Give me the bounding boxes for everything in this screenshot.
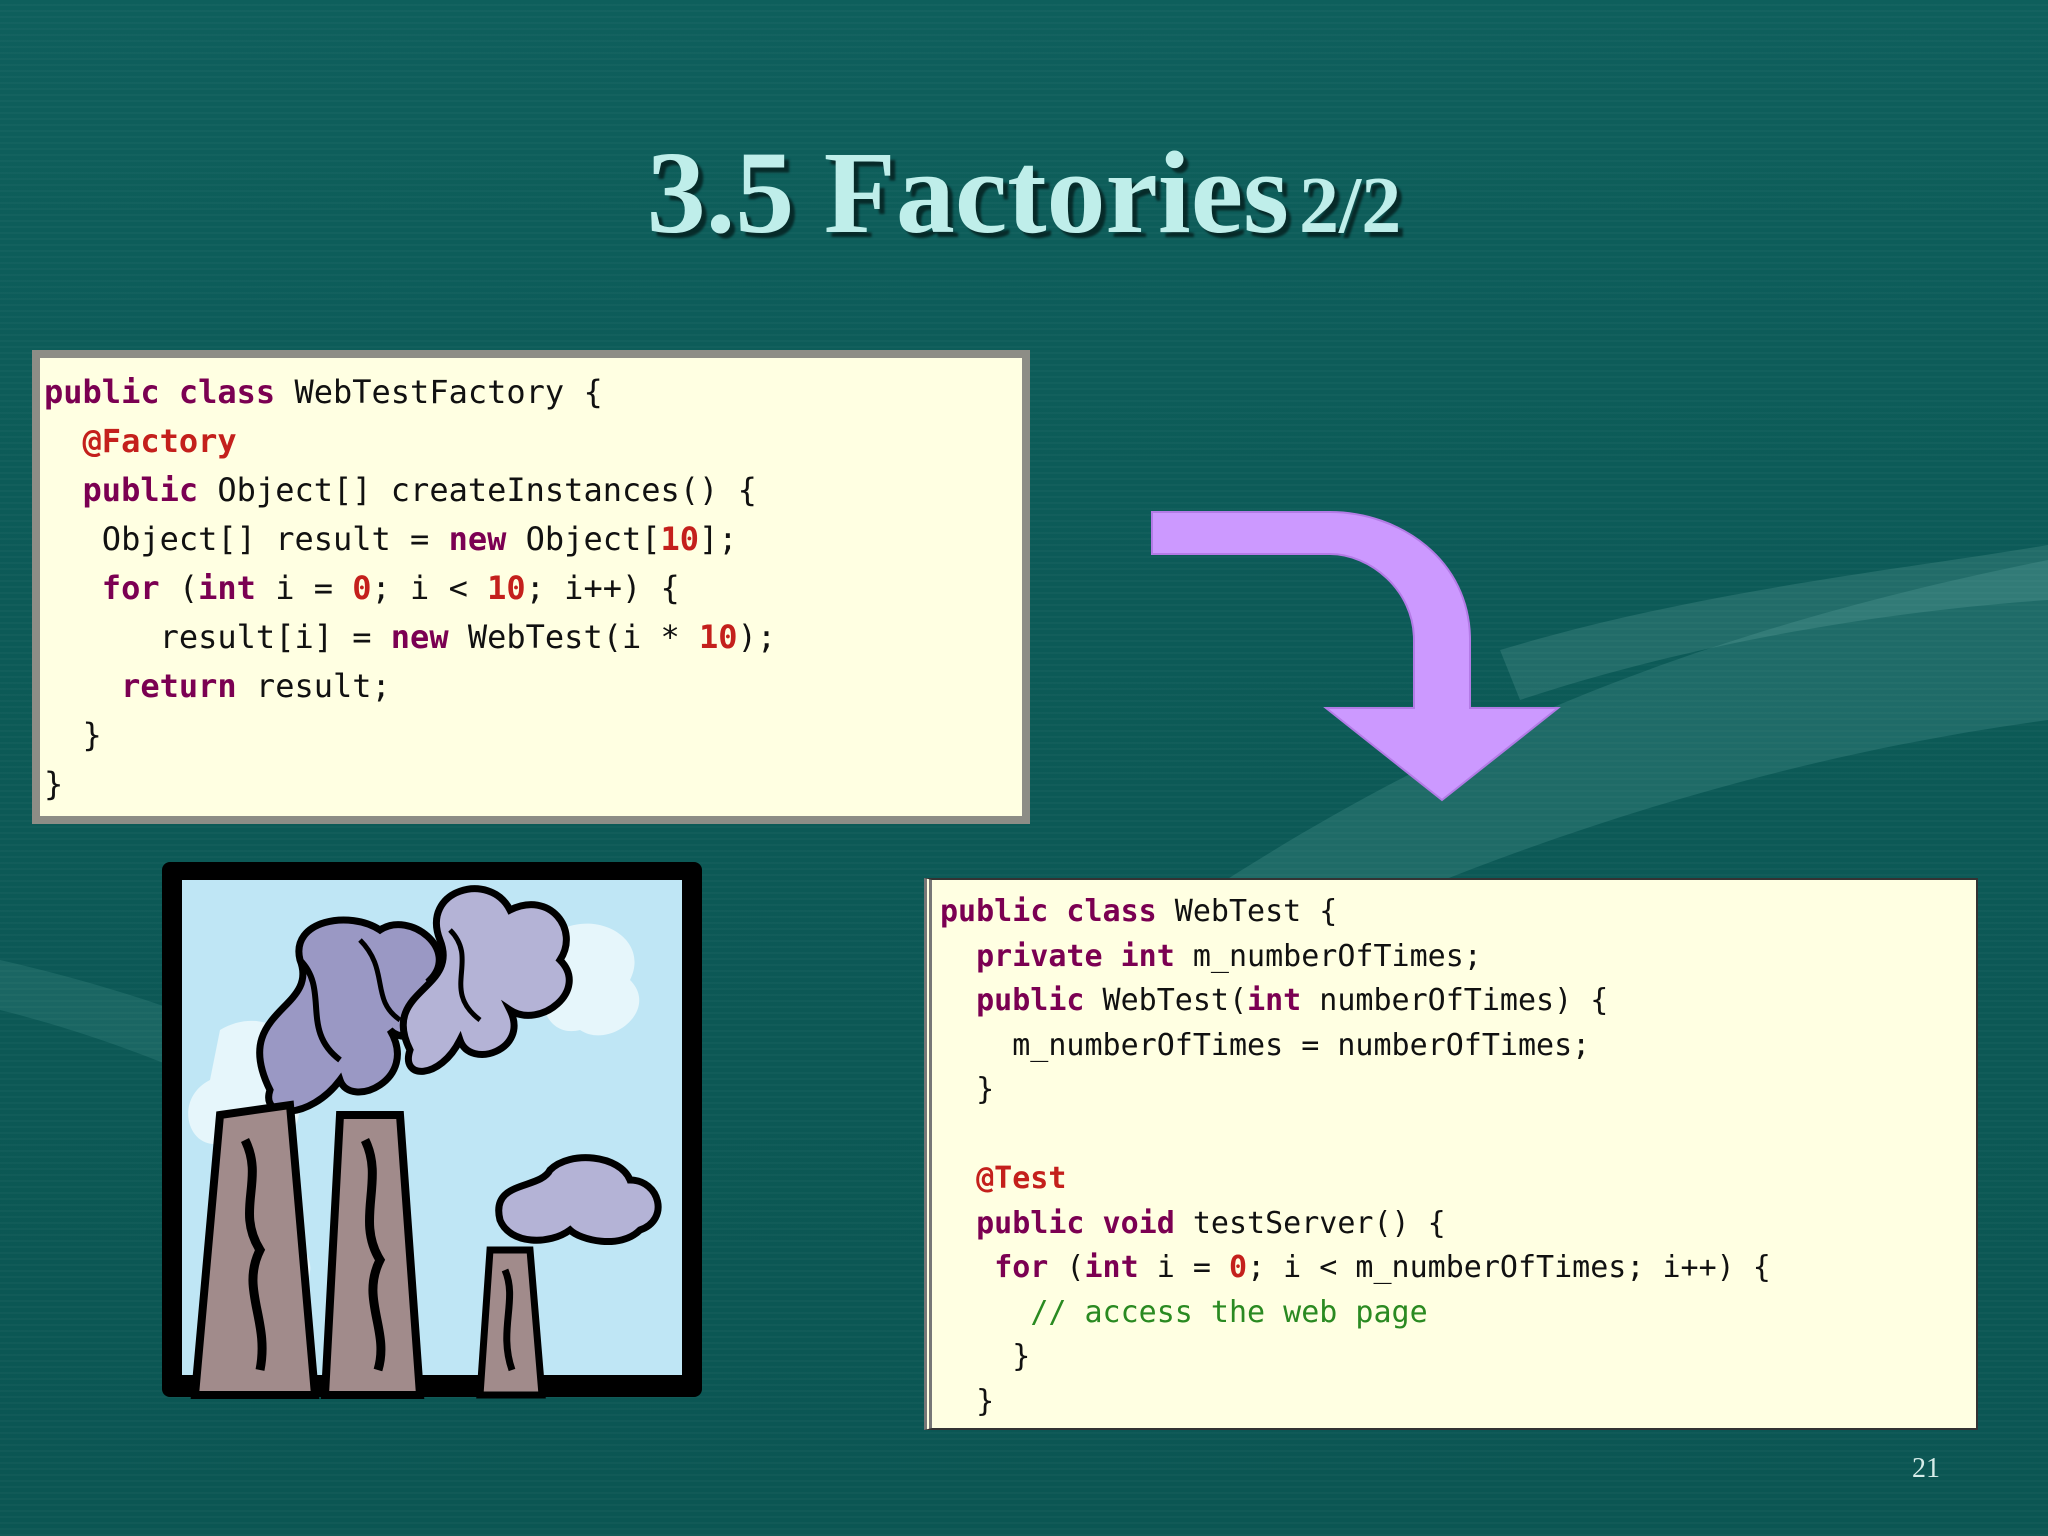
code-line: return result; — [44, 662, 1022, 711]
code-line: public class WebTest { — [940, 890, 1976, 935]
code-token: 10 — [487, 569, 526, 607]
code-token — [940, 1295, 1030, 1330]
code-token: 0 — [352, 569, 372, 607]
code-token: Object[] result = — [44, 520, 449, 558]
code-token: } — [44, 716, 102, 754]
code-token: 10 — [699, 618, 738, 656]
code-token — [44, 422, 83, 460]
code-token: WebTest( — [1084, 983, 1248, 1018]
slide-title-suffix: 2/2 — [1298, 162, 1402, 250]
code-line: public void testServer() { — [940, 1202, 1976, 1247]
code-token: @Factory — [82, 422, 237, 460]
code-token: int — [1084, 1250, 1139, 1285]
code-token: public — [82, 471, 199, 509]
code-token: } — [940, 1072, 995, 1107]
code-token: for — [101, 569, 160, 607]
code-token — [940, 1250, 994, 1285]
code-token: int — [198, 569, 256, 607]
factory-smokestacks-icon — [162, 862, 702, 1399]
code-token: public class — [44, 373, 276, 411]
code-line: for (int i = 0; i < m_numberOfTimes; i++… — [940, 1246, 1976, 1291]
code-token: WebTestFactory { — [275, 373, 603, 411]
code-token: // access the web page — [1030, 1294, 1428, 1330]
code-token: } — [940, 1383, 995, 1419]
code-line: for (int i = 0; i < 10; i++) { — [44, 564, 1022, 613]
code-token: public void — [976, 1205, 1175, 1241]
code-line: public Object[] createInstances() { — [44, 466, 1022, 515]
code-line: @Test — [940, 1157, 1976, 1202]
code-token: new — [390, 618, 449, 656]
code-token: 10 — [660, 520, 700, 558]
code-line: @Factory — [44, 417, 1022, 466]
code-token: i = — [255, 569, 353, 607]
code-token: ; i++) { — [525, 569, 680, 607]
code-line: // access the web page — [940, 1291, 1976, 1336]
code-token: for — [994, 1250, 1049, 1285]
code-token — [940, 1206, 976, 1241]
code-token: new — [448, 520, 507, 558]
code-token: Object[] createInstances() { — [198, 471, 757, 509]
code-token: result; — [236, 667, 391, 705]
code-token: } — [940, 1339, 1031, 1374]
page-number: 21 — [1912, 1453, 1940, 1484]
code-line: } — [44, 711, 1022, 760]
code-token — [940, 939, 976, 974]
code-token: m_numberOfTimes; — [1174, 938, 1482, 974]
code-token: } — [44, 765, 64, 803]
code-token: ; i < m_numberOfTimes; i++) { — [1247, 1250, 1771, 1285]
code-token — [44, 667, 121, 705]
code-token: @Test — [976, 1161, 1067, 1196]
code-token — [940, 983, 976, 1018]
code-token: ; i < — [371, 569, 488, 607]
code-token: private int — [976, 938, 1175, 974]
code-token: testServer() { — [1174, 1205, 1446, 1241]
code-line: private int m_numberOfTimes; — [940, 935, 1976, 980]
code-token: public class — [940, 894, 1157, 929]
code-line: m_numberOfTimes = numberOfTimes; — [940, 1024, 1976, 1069]
code-token: return — [121, 667, 237, 705]
code-token: int — [1247, 983, 1302, 1018]
code-line — [940, 1113, 1976, 1158]
code-token: 0 — [1229, 1250, 1248, 1285]
code-line: Object[] result = new Object[10]; — [44, 515, 1022, 564]
code-token: Object[ — [506, 520, 661, 558]
code-token: m_numberOfTimes = numberOfTimes; — [940, 1027, 1591, 1063]
slide-title-main: 3.5 Factories — [646, 127, 1289, 258]
code-token: numberOfTimes) { — [1301, 983, 1609, 1018]
code-block-webtestfactory: public class WebTestFactory { @Factory p… — [32, 350, 1030, 824]
code-token: ]; — [699, 520, 738, 558]
code-line: public WebTest(int numberOfTimes) { — [940, 979, 1976, 1024]
code-token: ( — [159, 569, 199, 607]
code-token — [44, 569, 102, 607]
code-line: } — [940, 1335, 1976, 1380]
code-token: WebTest(i * — [448, 618, 700, 656]
code-line: } — [940, 1068, 1976, 1113]
code-line: } — [940, 1380, 1976, 1425]
code-line: result[i] = new WebTest(i * 10); — [44, 613, 1022, 662]
code-token: WebTest { — [1156, 894, 1338, 929]
code-token: i = — [1138, 1250, 1229, 1285]
code-token: ( — [1048, 1250, 1085, 1285]
slide-title: 3.5 Factories 2/2 — [0, 125, 2048, 261]
code-token — [940, 1161, 976, 1196]
curved-down-arrow-icon — [1151, 511, 1561, 802]
code-token: ); — [737, 618, 777, 656]
code-line: } — [44, 760, 1022, 809]
code-token: result[i] = — [44, 618, 391, 656]
code-token — [44, 471, 83, 509]
code-block-webtest: public class WebTest { private int m_num… — [924, 878, 1978, 1430]
code-line: public class WebTestFactory { — [44, 368, 1022, 417]
code-token: public — [976, 983, 1085, 1018]
